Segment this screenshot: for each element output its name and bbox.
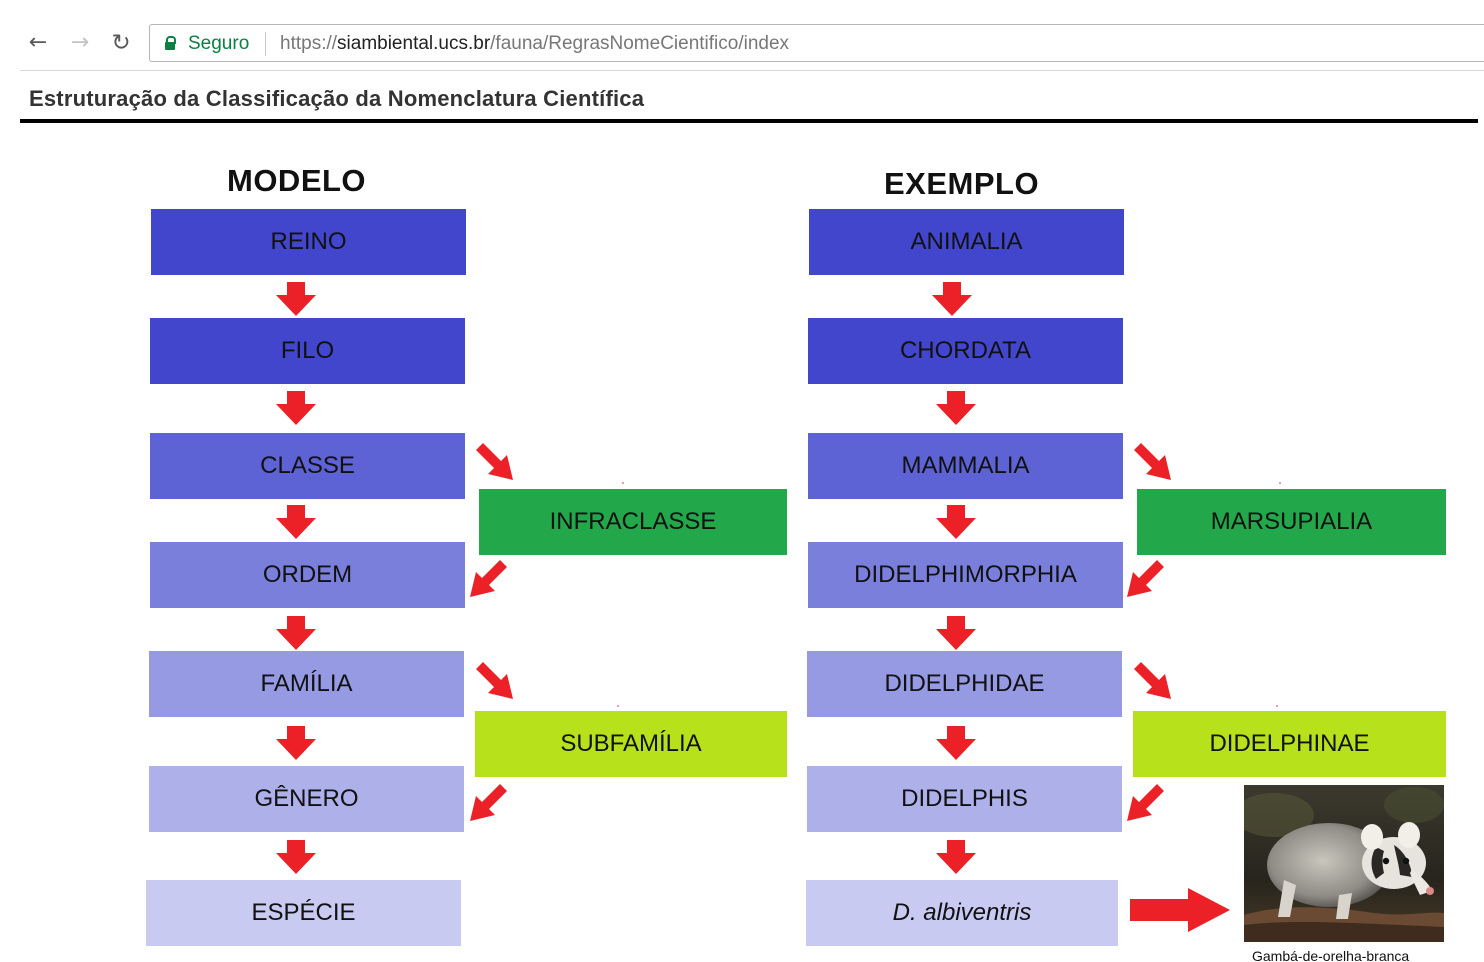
url-text[interactable]: https://siambiental.ucs.br/fauna/RegrasN… — [280, 33, 789, 55]
level-label: D. albiventris — [892, 899, 1032, 926]
address-bar[interactable]: Seguro https://siambiental.ucs.br/fauna/… — [149, 24, 1484, 62]
arrow-left-icon: ← — [28, 30, 48, 55]
arrow-down-icon — [276, 726, 316, 760]
arrow-down-icon — [276, 616, 316, 650]
back-button[interactable]: ← — [24, 28, 52, 58]
example-level-didelphidae: DIDELPHIDAE — [807, 651, 1122, 717]
level-label: CLASSE — [260, 452, 355, 479]
arrow-right-icon: → — [70, 30, 90, 55]
decorative-dot — [622, 482, 624, 484]
url-path: /fauna/RegrasNomeCientifico/index — [490, 33, 790, 54]
url-scheme: https:// — [280, 33, 338, 54]
arrow-down-left-icon — [1127, 560, 1164, 597]
arrow-down-right-icon — [476, 662, 513, 699]
decorative-dot — [1276, 705, 1278, 707]
model-heading: MODELO — [227, 163, 367, 198]
model-level-ordem: ORDEM — [150, 542, 465, 608]
toolbar-divider — [20, 70, 1484, 71]
arrow-down-icon — [276, 282, 316, 316]
arrow-down-right-icon — [1134, 443, 1171, 480]
arrow-down-icon — [936, 616, 976, 650]
arrow-down-left-icon — [470, 784, 507, 821]
arrow-down-right-icon — [476, 443, 513, 480]
arrow-right-icon — [1130, 888, 1230, 932]
decorative-dot — [617, 705, 619, 707]
level-label: DIDELPHIMORPHIA — [854, 561, 1077, 588]
example-level-chordata: CHORDATA — [808, 318, 1123, 384]
model-level-familia: FAMÍLIA — [149, 651, 464, 717]
model-level-filo: FILO — [150, 318, 465, 384]
url-host: siambiental.ucs.br — [337, 33, 491, 54]
reload-button[interactable]: ↻ — [107, 28, 135, 58]
address-divider — [265, 32, 266, 56]
decorative-dot — [1279, 482, 1281, 484]
level-label: GÊNERO — [254, 785, 359, 812]
photo-caption: Gambá-de-orelha-branca — [1252, 948, 1410, 962]
level-label: FILO — [280, 337, 335, 364]
arrow-down-icon — [936, 505, 976, 539]
example-level-didelphimorphia: DIDELPHIMORPHIA — [808, 542, 1123, 608]
level-label: DIDELPHINAE — [1209, 730, 1370, 757]
level-label: FAMÍLIA — [260, 670, 353, 697]
title-underline — [20, 119, 1478, 123]
arrow-down-icon — [276, 505, 316, 539]
arrow-down-icon — [932, 282, 972, 316]
model-sublevel-infraclasse: INFRACLASSE — [479, 489, 787, 555]
example-level-species: D. albiventris — [806, 880, 1118, 946]
arrow-down-icon — [936, 391, 976, 425]
arrow-down-left-icon — [470, 560, 507, 597]
level-label: INFRACLASSE — [549, 508, 717, 535]
model-level-classe: CLASSE — [150, 433, 465, 499]
example-level-mammalia: MAMMALIA — [808, 433, 1123, 499]
example-sublevel-marsupialia: MARSUPIALIA — [1137, 489, 1446, 555]
level-label: SUBFAMÍLIA — [560, 730, 702, 757]
level-label: DIDELPHIDAE — [884, 670, 1045, 697]
level-label: ANIMALIA — [910, 228, 1023, 255]
lock-icon — [165, 36, 176, 50]
model-level-genero: GÊNERO — [149, 766, 464, 832]
arrow-down-left-icon — [1127, 784, 1164, 821]
security-label: Seguro — [188, 33, 250, 54]
browser-toolbar: ← → ↻ Seguro https://siambiental.ucs.br/… — [0, 0, 1484, 70]
arrow-down-right-icon — [1134, 662, 1171, 699]
page-title: Estruturação da Classificação da Nomencl… — [29, 86, 645, 111]
level-label: CHORDATA — [899, 337, 1032, 364]
level-label: MAMMALIA — [901, 452, 1030, 479]
model-level-especie: ESPÉCIE — [146, 880, 461, 946]
model-sublevel-subfamilia: SUBFAMÍLIA — [475, 711, 787, 777]
level-label: DIDELPHIS — [901, 785, 1028, 812]
level-label: REINO — [270, 228, 347, 255]
arrow-down-icon — [276, 840, 316, 874]
example-heading: EXEMPLO — [884, 166, 1040, 201]
opossum-photo — [1244, 785, 1444, 942]
arrow-down-icon — [936, 726, 976, 760]
reload-icon: ↻ — [111, 30, 131, 56]
arrow-down-icon — [276, 391, 316, 425]
model-level-reino: REINO — [151, 209, 466, 275]
level-label: MARSUPIALIA — [1210, 508, 1373, 535]
arrow-down-icon — [936, 840, 976, 874]
level-label: ESPÉCIE — [251, 899, 356, 926]
example-level-didelphis: DIDELPHIS — [807, 766, 1122, 832]
example-sublevel-didelphinae: DIDELPHINAE — [1133, 711, 1446, 777]
level-label: ORDEM — [262, 561, 353, 588]
forward-button[interactable]: → — [66, 28, 94, 58]
example-level-animalia: ANIMALIA — [809, 209, 1124, 275]
